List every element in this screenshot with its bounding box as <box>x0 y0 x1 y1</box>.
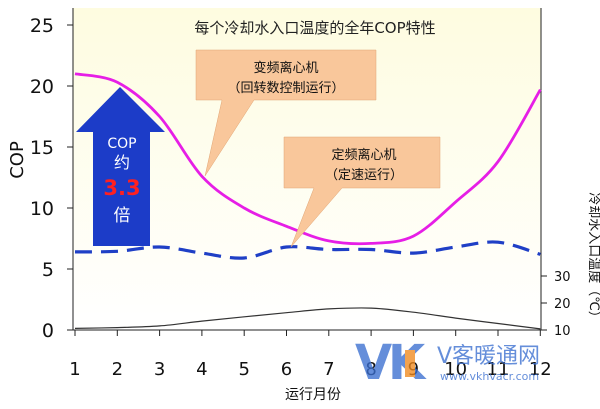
watermark-logo-accent <box>405 350 415 377</box>
y2-tick-label: 10 <box>554 324 571 339</box>
x-tick-label: 7 <box>323 359 334 380</box>
fixed-speed-label-line1: 定频离心机 <box>331 147 396 163</box>
fixed-data-point <box>243 257 245 259</box>
y-axis-ticks: 0 5 10 15 20 25 <box>30 15 73 342</box>
x-tick-label: 4 <box>196 359 207 380</box>
variable-data-point <box>539 88 541 90</box>
variable-data-point <box>243 207 245 209</box>
variable-speed-callout: 变频离心机 （回转数控制运行） <box>195 49 377 177</box>
x-tick-label: 11 <box>487 359 510 380</box>
inlet_temp-data-point <box>243 316 245 318</box>
variable-speed-label-line2: （回转数控制运行） <box>227 81 344 96</box>
inlet_temp-data-point <box>497 322 499 324</box>
arrow-ratio-value: 3.3 <box>103 176 140 200</box>
fixed-speed-label-line2: （定速运行） <box>325 168 403 183</box>
inlet_temp-data-point <box>412 311 414 313</box>
variable-speed-label-line1: 变频离心机 <box>253 60 318 76</box>
variable-data-point <box>201 175 203 177</box>
fixed-data-point <box>158 246 160 248</box>
variable-speed-callout-box <box>195 49 377 177</box>
y-tick-label: 20 <box>30 76 54 98</box>
fixed-data-point <box>116 250 118 252</box>
y2-tick-label: 20 <box>554 297 571 312</box>
x-tick-label: 12 <box>529 359 552 380</box>
inlet_temp-data-point <box>74 327 76 329</box>
y-tick-label: 10 <box>30 198 54 220</box>
inlet_temp-data-point <box>370 307 372 309</box>
fixed-data-point <box>74 251 76 253</box>
watermark-site-name: V客暖通网 <box>437 344 540 369</box>
inlet_temp-data-point <box>285 312 287 314</box>
fixed-data-point <box>285 246 287 248</box>
watermark-logo-v: V <box>355 335 392 391</box>
variable-data-point <box>158 115 160 117</box>
variable-data-point <box>285 225 287 227</box>
up-arrow-shape <box>76 87 165 246</box>
arrow-times-label: 倍 <box>114 206 131 226</box>
watermark-url: www.vkhvacr.com <box>440 370 539 383</box>
cop-ratio-arrow: COP 约 3.3 倍 <box>76 87 165 246</box>
x-tick-label: 8 <box>365 359 376 380</box>
y-tick-label: 5 <box>42 259 54 281</box>
fixed-data-point <box>455 246 457 248</box>
variable-data-point <box>74 73 76 75</box>
fixed-data-point <box>497 241 499 243</box>
variable-speed-cop-line <box>74 72 542 246</box>
variable-data-point <box>455 201 457 203</box>
fixed-data-point <box>539 253 541 255</box>
y-axis-label: COP <box>7 141 28 179</box>
variable-data-point <box>328 240 330 242</box>
inlet_temp-data-point <box>201 320 203 322</box>
fixed-data-point <box>412 252 414 254</box>
inlet_temp-data-point <box>116 326 118 328</box>
variable-data-point <box>412 235 414 237</box>
x-tick-label: 5 <box>238 359 249 380</box>
x-axis-label: 运行月份 <box>285 387 341 403</box>
variable-data-point <box>497 160 499 162</box>
fixed-speed-cop-line <box>74 240 541 260</box>
variable-data-point <box>116 81 118 83</box>
fixed-data-point <box>201 252 203 254</box>
y-tick-label: 25 <box>30 15 54 37</box>
y2-axis-label: 冷却水入口温度（℃） <box>586 192 600 324</box>
arrow-cop-label: COP <box>107 136 136 152</box>
inlet_temp-data-point <box>455 317 457 319</box>
inlet-temperature-line <box>74 307 541 330</box>
fixed-data-point <box>328 248 330 250</box>
chart-title: 每个冷却水入口温度的全年COP特性 <box>194 19 435 37</box>
x-tick-label: 1 <box>69 359 80 380</box>
watermark-logo: V K V客暖通网 www.vkhvacr.com <box>355 335 540 391</box>
y2-tick-label: 30 <box>554 270 571 285</box>
x-tick-label: 2 <box>112 359 123 380</box>
y-tick-label: 15 <box>30 137 54 159</box>
arrow-approx-label: 约 <box>114 153 130 172</box>
variable-data-point <box>370 242 372 244</box>
inlet_temp-data-point <box>328 308 330 310</box>
inlet_temp-data-point <box>158 325 160 327</box>
x-tick-label: 10 <box>444 359 467 380</box>
fixed-speed-callout: 定频离心机 （定速运行） <box>283 136 441 248</box>
x-tick-label: 3 <box>154 359 165 380</box>
fixed-speed-callout-box <box>283 136 441 248</box>
y-tick-label: 0 <box>42 320 54 342</box>
x-tick-label: 6 <box>281 359 292 380</box>
fixed-data-point <box>370 248 372 250</box>
y2-axis-ticks: 10 20 30 <box>541 270 571 339</box>
inlet_temp-data-point <box>539 328 541 330</box>
